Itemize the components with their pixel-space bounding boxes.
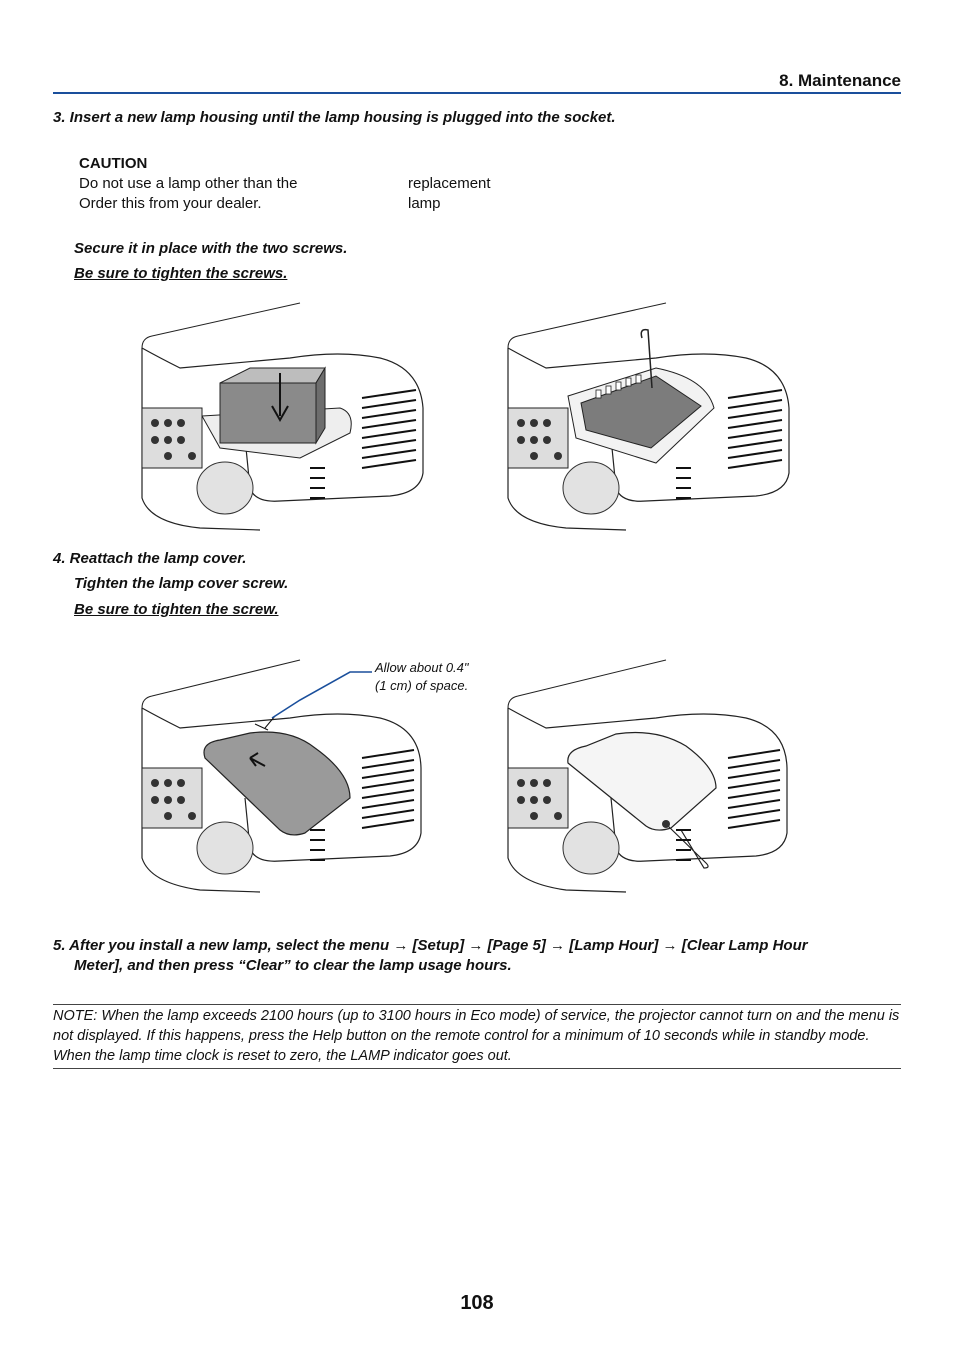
caution-title: CAUTION — [79, 155, 148, 172]
figure-lamp-installed — [506, 298, 796, 532]
note-box: NOTE: When the lamp exceeds 2100 hours (… — [53, 1004, 901, 1069]
step-4-instruction: 4. Reattach the lamp cover. — [53, 550, 247, 567]
projector-cover-screw-illustration — [507, 659, 788, 893]
projector-cover-attach-illustration — [141, 659, 422, 893]
step-3-instruction: 3. Insert a new lamp housing until the l… — [53, 109, 616, 126]
callout-line-2: (1 cm) of space. — [375, 678, 469, 693]
projector-lamp-insert-illustration — [141, 302, 424, 531]
projector-lamp-installed-illustration — [507, 302, 790, 531]
page-number: 108 — [460, 1292, 494, 1314]
tighten-screws-text: Be sure to tighten the screws. — [74, 265, 288, 282]
step-5-line-1: 5. After you install a new lamp, select … — [53, 937, 808, 954]
step-5-line-2: Meter], and then press “Clear” to clear … — [74, 957, 512, 974]
caution-line-2: Order this from your dealer. — [79, 195, 262, 212]
figure-cover-tighten — [506, 658, 796, 894]
tighten-screw-text: Be sure to tighten the screw. — [74, 601, 279, 618]
caution-line-1b: replacement lamp — [408, 175, 491, 212]
figure-insert-lamp — [140, 298, 430, 532]
caution-box: CAUTION Do not use a lamp other than the… — [79, 154, 491, 214]
tighten-cover-text: Tighten the lamp cover screw. — [74, 575, 289, 592]
caution-line-1a: Do not use a lamp other than the — [79, 175, 298, 192]
figure-attach-cover — [140, 658, 430, 894]
secure-screws-text: Secure it in place with the two screws. — [74, 240, 348, 257]
section-title: 8. Maintenance — [779, 71, 901, 90]
header-rule — [53, 92, 901, 94]
spacing-callout: Allow about 0.4" (1 cm) of space. — [375, 659, 469, 695]
callout-line-1: Allow about 0.4" — [375, 660, 469, 675]
